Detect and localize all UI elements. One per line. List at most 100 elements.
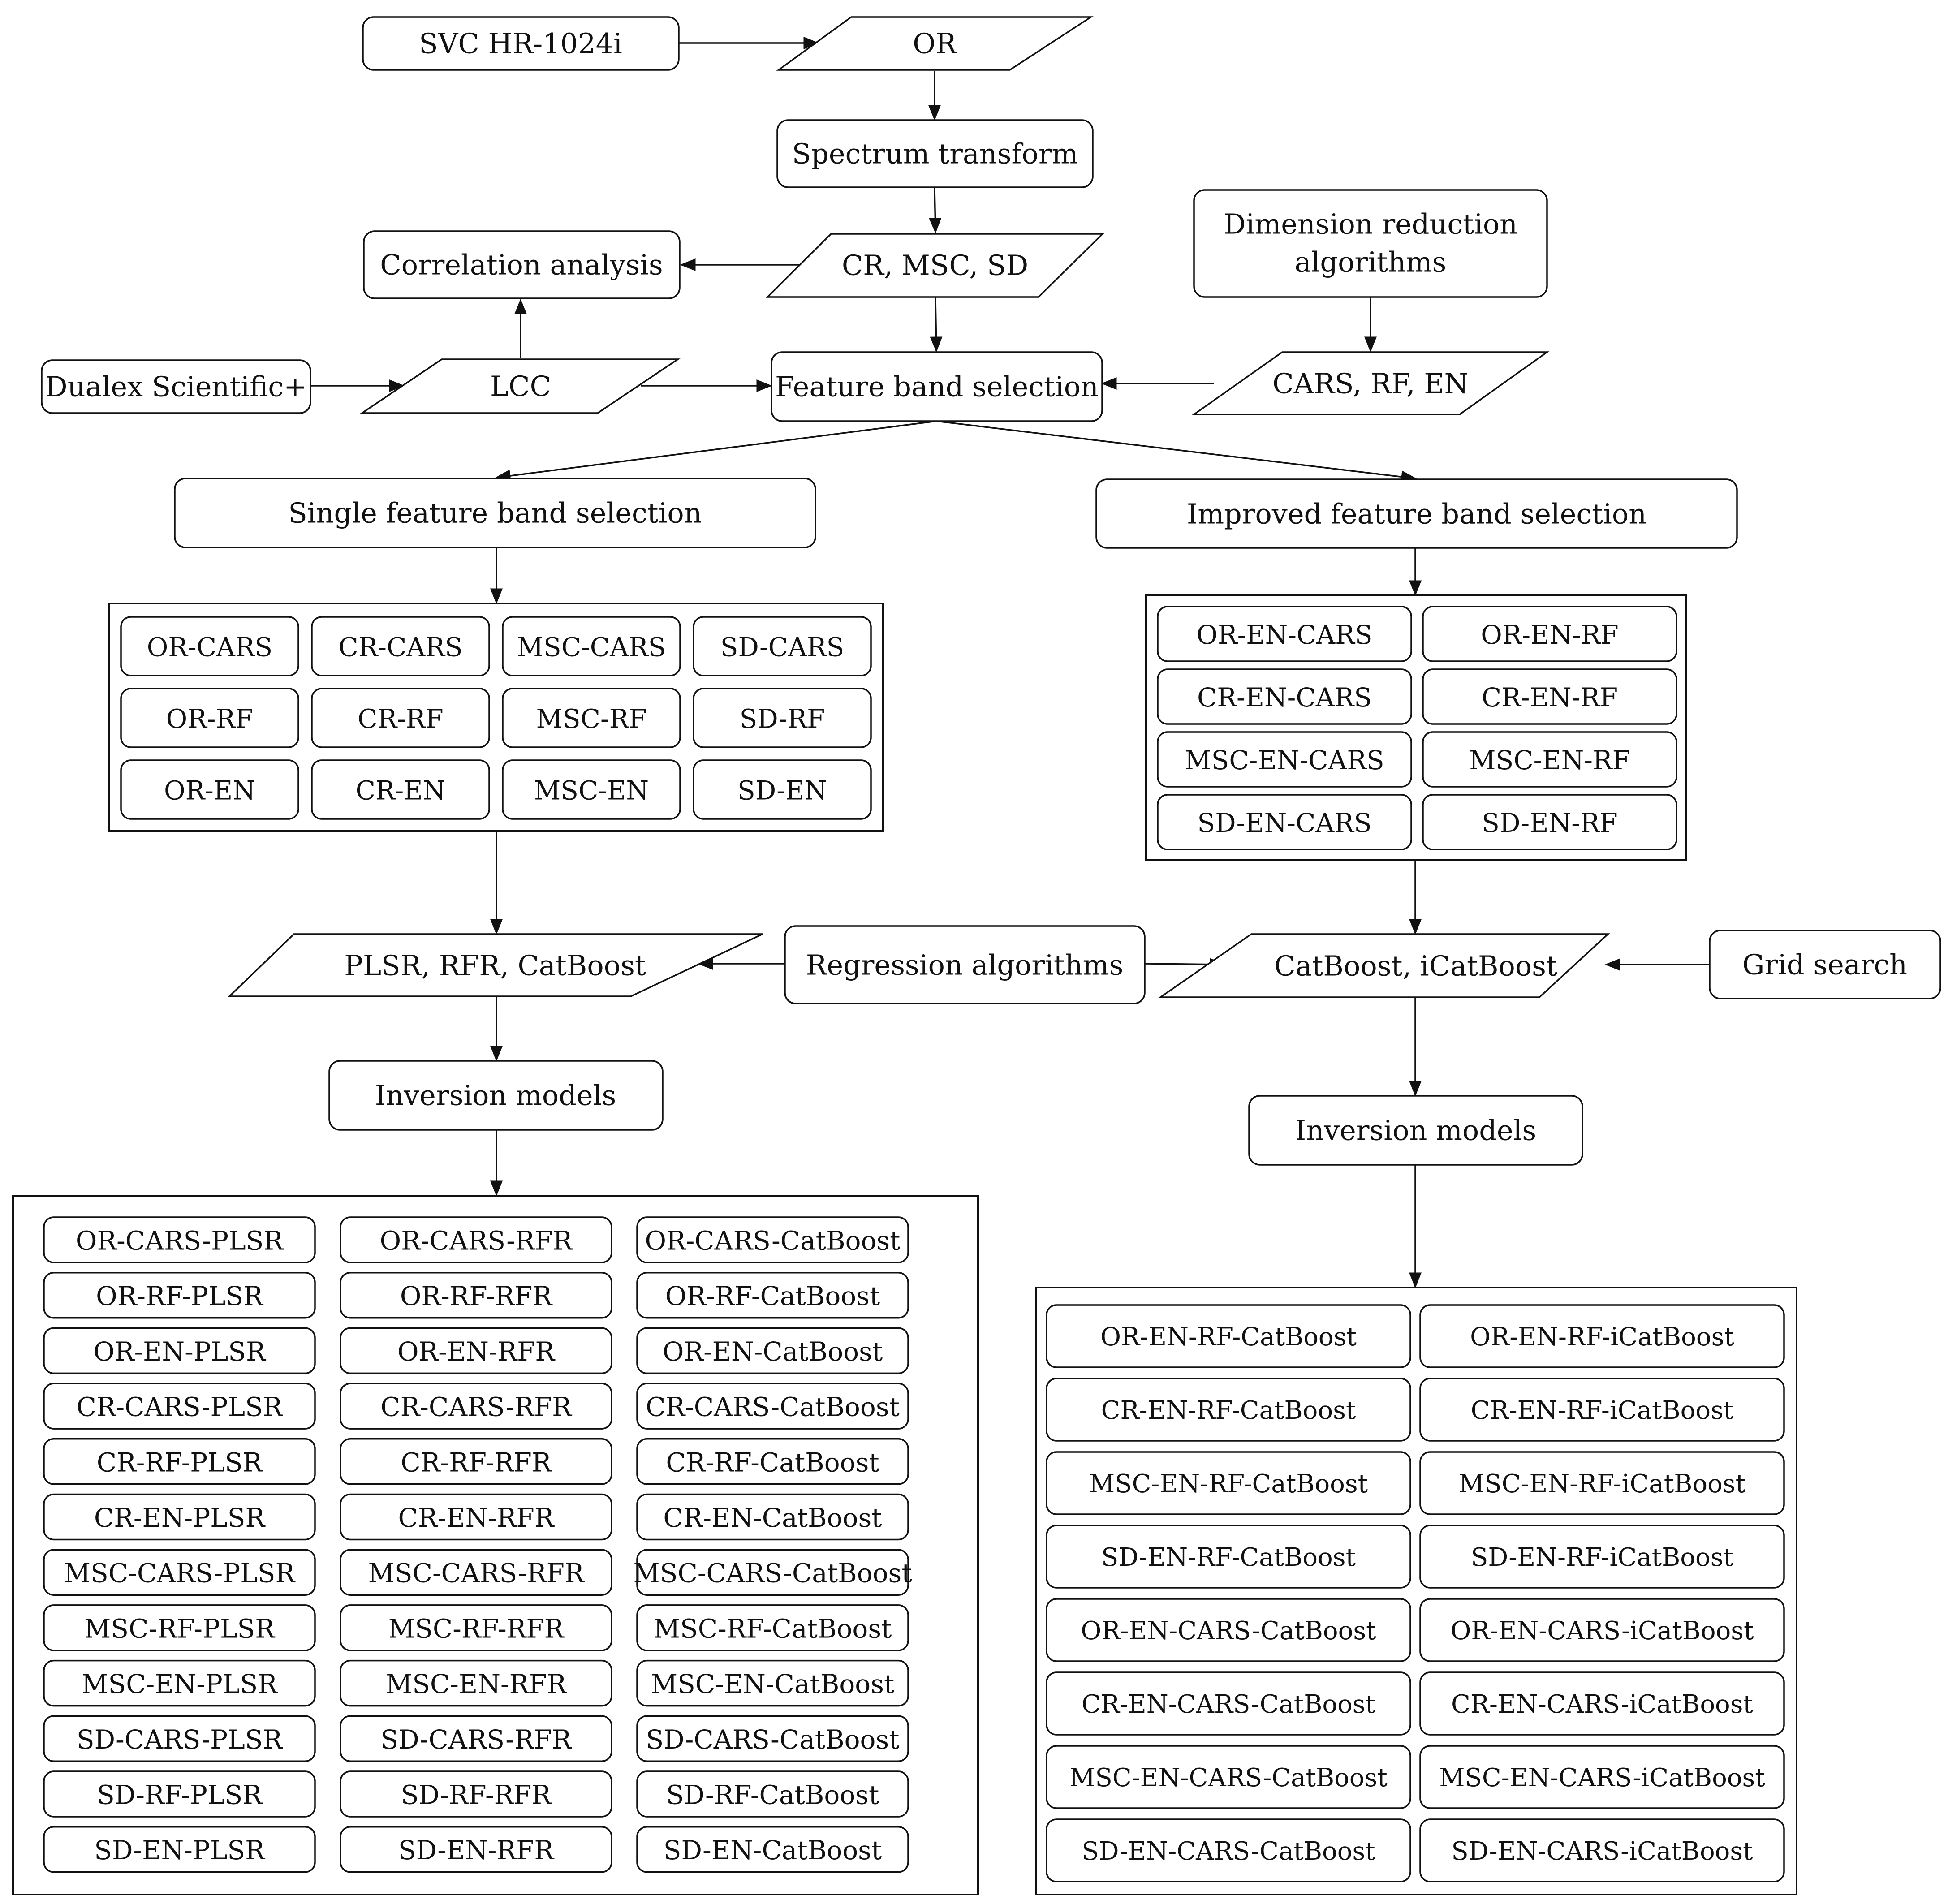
left-model-cell: MSC-RF-RFR: [340, 1604, 612, 1651]
right-model-cell: OR-EN-CARS-iCatBoost: [1419, 1598, 1785, 1662]
left-model-label: CR-RF-CatBoost: [666, 1447, 879, 1478]
cars-rf-en-data-node: CARS, RF, EN: [1191, 351, 1550, 415]
left-model-cell: MSC-RF-PLSR: [43, 1604, 316, 1651]
single-combo-cell: SD-CARS: [693, 616, 872, 676]
right-models-frame: [1035, 1287, 1797, 1895]
single-combo-label: MSC-CARS: [517, 632, 666, 663]
single-combo-label: MSC-RF: [536, 704, 646, 734]
or-data-node: OR: [776, 16, 1094, 71]
single-combo-label: CR-CARS: [338, 632, 462, 663]
dimension-reduction-box: Dimension reduction algorithms: [1193, 189, 1548, 298]
single-combo-label: OR-EN: [164, 775, 255, 806]
inversion-models-right-box: Inversion models: [1248, 1095, 1583, 1166]
right-inversion-models-grid: OR-EN-RF-CatBoost OR-EN-RF-iCatBoostCR-EN…: [1046, 1304, 1785, 1882]
lcc-data-node: LCC: [359, 358, 681, 414]
left-model-cell: MSC-EN-PLSR: [43, 1659, 316, 1707]
improved-combo-label: OR-EN-RF: [1481, 620, 1618, 650]
or-label: OR: [913, 27, 957, 60]
left-model-cell: MSC-CARS-PLSR: [43, 1549, 316, 1596]
dimension-reduction-label-line1: Dimension reduction: [1224, 208, 1517, 241]
right-model-label: OR-EN-RF-CatBoost: [1100, 1322, 1357, 1352]
right-model-cell: CR-EN-RF-CatBoost: [1046, 1378, 1411, 1442]
single-combo-cell: OR-CARS: [120, 616, 299, 676]
left-model-cell: SD-CARS-CatBoost: [636, 1715, 909, 1762]
connector-layer: [311, 37, 1709, 1288]
left-model-cell: OR-RF-CatBoost: [636, 1271, 909, 1319]
left-model-label: CR-EN-PLSR: [94, 1503, 266, 1533]
left-model-cell: SD-EN-CatBoost: [636, 1826, 909, 1873]
single-combo-label: CR-EN: [356, 775, 446, 806]
left-model-label: SD-EN-CatBoost: [664, 1835, 882, 1865]
left-model-label: OR-RF-RFR: [400, 1281, 553, 1311]
left-model-label: SD-CARS-RFR: [381, 1724, 573, 1755]
left-model-cell: OR-EN-RFR: [340, 1327, 612, 1374]
left-model-label: MSC-CARS-PLSR: [64, 1558, 296, 1589]
right-model-label: OR-EN-RF-iCatBoost: [1470, 1322, 1734, 1352]
improved-feature-band-label: Improved feature band selection: [1187, 498, 1646, 530]
left-model-cell: CR-EN-PLSR: [43, 1493, 316, 1541]
single-combo-label: MSC-EN: [534, 775, 649, 806]
single-combo-label: OR-RF: [166, 704, 254, 734]
left-model-label: MSC-EN-CatBoost: [651, 1669, 895, 1699]
cr-msc-sd-data-node: CR, MSC, SD: [765, 233, 1105, 298]
improved-combo-cell: CR-EN-CARS: [1157, 668, 1412, 725]
single-combo-cell: SD-RF: [693, 688, 872, 748]
left-model-label: OR-RF-CatBoost: [665, 1281, 880, 1311]
single-combo-cell: CR-RF: [311, 688, 490, 748]
left-model-cell: CR-RF-RFR: [340, 1438, 612, 1485]
left-model-label: OR-EN-RFR: [397, 1336, 556, 1367]
single-combo-cell: MSC-EN: [502, 759, 681, 820]
left-model-cell: OR-EN-PLSR: [43, 1327, 316, 1374]
right-model-label: SD-EN-RF-CatBoost: [1101, 1543, 1356, 1572]
plsr-rfr-catboost-label: PLSR, RFR, CatBoost: [344, 949, 646, 982]
catboost-icatboost-label: CatBoost, iCatBoost: [1274, 950, 1557, 982]
left-model-label: CR-CARS-CatBoost: [646, 1392, 900, 1422]
left-model-cell: MSC-EN-CatBoost: [636, 1659, 909, 1707]
left-model-label: CR-RF-PLSR: [97, 1447, 263, 1478]
left-model-label: SD-RF-PLSR: [97, 1780, 263, 1810]
right-model-cell: SD-EN-CARS-CatBoost: [1046, 1818, 1411, 1882]
single-combos-frame: [108, 603, 884, 832]
left-model-cell: OR-EN-CatBoost: [636, 1327, 909, 1374]
spectrum-transform-box: Spectrum transform: [776, 119, 1094, 188]
left-model-cell: SD-EN-PLSR: [43, 1826, 316, 1873]
left-model-label: OR-EN-CatBoost: [663, 1336, 883, 1367]
arrow-feature-band-to-improved: [936, 420, 1417, 483]
dualex-scientific-label: Dualex Scientific+: [45, 370, 307, 403]
grid-search-box: Grid search: [1709, 930, 1941, 999]
right-model-label: MSC-EN-CARS-iCatBoost: [1439, 1763, 1765, 1792]
left-model-label: OR-EN-PLSR: [93, 1336, 267, 1367]
single-feature-combos-grid: OR-CARS CR-CARS MSC-CARS SD-CARS OR-RF CR-RF M…: [120, 616, 872, 820]
single-combo-label: CR-RF: [358, 704, 444, 734]
right-model-cell: MSC-EN-CARS-iCatBoost: [1419, 1745, 1785, 1809]
left-model-cell: CR-RF-PLSR: [43, 1438, 316, 1485]
left-model-cell: OR-CARS-PLSR: [43, 1216, 316, 1263]
left-models-frame: [12, 1195, 979, 1895]
dualex-scientific-box: Dualex Scientific+: [41, 359, 311, 414]
left-model-cell: OR-RF-RFR: [340, 1271, 612, 1319]
right-model-cell: MSC-EN-RF-iCatBoost: [1419, 1451, 1785, 1515]
regression-algorithms-label: Regression algorithms: [806, 949, 1124, 982]
improved-combo-cell: SD-EN-CARS: [1157, 794, 1412, 850]
left-model-cell: SD-CARS-RFR: [340, 1715, 612, 1762]
feature-band-selection-box: Feature band selection: [771, 351, 1103, 422]
feature-band-selection-label: Feature band selection: [775, 370, 1099, 403]
svc-hr-1024i-box: SVC HR-1024i: [362, 16, 680, 71]
single-feature-band-box: Single feature band selection: [174, 478, 816, 548]
left-model-label: CR-CARS-PLSR: [77, 1392, 284, 1422]
left-model-label: OR-CARS-RFR: [380, 1226, 573, 1256]
right-model-cell: MSC-EN-CARS-CatBoost: [1046, 1745, 1411, 1809]
left-model-label: CR-EN-CatBoost: [663, 1503, 882, 1533]
left-model-cell: CR-RF-CatBoost: [636, 1438, 909, 1485]
improved-combo-label: CR-EN-RF: [1482, 682, 1618, 713]
right-model-cell: MSC-EN-RF-CatBoost: [1046, 1451, 1411, 1515]
left-model-label: MSC-RF-CatBoost: [654, 1613, 892, 1644]
improved-combo-cell: OR-EN-CARS: [1157, 606, 1412, 662]
single-combo-cell: MSC-RF: [502, 688, 681, 748]
right-model-label: SD-EN-CARS-CatBoost: [1082, 1837, 1375, 1866]
right-model-cell: OR-EN-RF-CatBoost: [1046, 1304, 1411, 1368]
improved-combo-label: SD-EN-CARS: [1197, 808, 1371, 838]
improved-combo-label: CR-EN-CARS: [1197, 682, 1372, 713]
right-model-cell: OR-EN-CARS-CatBoost: [1046, 1598, 1411, 1662]
spectrum-transform-label: Spectrum transform: [792, 138, 1078, 170]
